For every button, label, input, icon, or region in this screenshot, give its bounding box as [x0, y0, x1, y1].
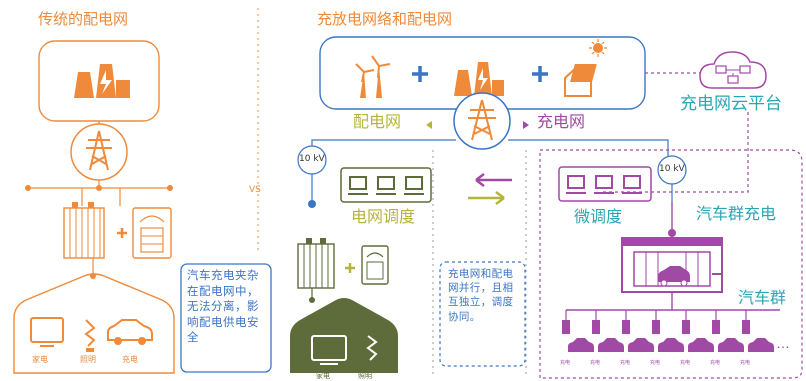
ellipsis: … — [776, 335, 790, 351]
ev-charging-unit: 充电 — [650, 310, 684, 366]
left-plus-icon — [117, 228, 127, 238]
ev-charging-unit: 充电 — [740, 310, 774, 366]
ev-unit-label: 充电 — [740, 359, 750, 366]
ev-group-label: 汽车群 — [738, 288, 787, 307]
ev-charger-group: 充电 充电 充电 充电 充电 充电 充电 — [560, 310, 774, 366]
grid-dispatch-label: 电网调度 — [351, 207, 416, 226]
left-transmission-tower-icon — [70, 123, 128, 181]
ev-charging-unit: 充电 — [710, 310, 744, 366]
micro-dispatch-computers-icon — [558, 166, 652, 202]
distribution-network-label: 配电网 — [353, 112, 402, 131]
house-item-charging: 充电 — [122, 355, 138, 364]
car-icon — [107, 319, 153, 345]
ev-unit-label: 充电 — [560, 359, 570, 366]
left-title: 传统的配电网 — [38, 10, 129, 28]
left-transformer-icon — [63, 202, 105, 259]
right-title: 充放电网络和配电网 — [317, 10, 453, 28]
tv-icon — [30, 317, 64, 347]
house2-item-appliance: 家电 — [316, 372, 330, 380]
ev-charging-unit: 充电 — [560, 310, 594, 366]
right-note-box — [439, 261, 526, 367]
ev-charging-unit: 充电 — [590, 310, 624, 366]
micro-dispatch-label: 微调度 — [574, 207, 623, 226]
central-transmission-tower-icon — [453, 92, 511, 150]
left-note-text: 汽车充电夹杂在配电网中，无法分离，影响配电供电安全 — [187, 268, 259, 345]
ev-group-charging-label: 汽车群充电 — [696, 204, 777, 223]
left-note-box — [180, 263, 272, 373]
power-plant-icon — [454, 62, 504, 96]
ev-unit-label: 充电 — [590, 359, 600, 366]
parallel-arrows-icon — [468, 173, 512, 205]
ev-unit-label: 充电 — [650, 359, 660, 366]
right-note-text: 充电网和配电网并行，且相互独立，调度协同。 — [448, 268, 514, 323]
left-arrow-icon — [426, 121, 432, 129]
transformer-icon — [297, 238, 335, 289]
solar-house-icon — [564, 39, 607, 97]
vs-label: VS — [249, 185, 261, 195]
cloud-platform-label: 充电网云平台 — [680, 94, 782, 114]
house-item-lighting: 照明 — [80, 355, 96, 364]
right-arrow-icon — [523, 121, 529, 129]
ev-unit-label: 充电 — [710, 359, 720, 366]
plus-icon-2 — [345, 263, 355, 273]
left-power-plant-box — [38, 40, 160, 122]
left-house-outline — [13, 273, 175, 374]
grid-dispatch-computers-icon — [340, 167, 432, 203]
plus-icon — [412, 66, 548, 82]
ev-charging-unit: 充电 — [620, 310, 654, 366]
kv-left-label: 10 kV — [299, 154, 325, 164]
charging-network-label: 充电网 — [537, 112, 586, 131]
left-meter-icon — [132, 207, 172, 259]
house2-item-lighting: 照明 — [358, 372, 372, 380]
ev-unit-label: 充电 — [620, 359, 630, 366]
meter-icon — [361, 245, 389, 285]
wind-turbine-icon — [355, 55, 391, 98]
distribution-house — [290, 298, 398, 373]
bulb-icon — [84, 319, 96, 352]
ev-unit-label: 充电 — [680, 359, 690, 366]
ev-charging-unit: 充电 — [680, 310, 714, 366]
charging-station-icon — [621, 202, 723, 293]
cloud-icon — [699, 51, 767, 89]
kv-right-label: 10 kV — [659, 164, 685, 174]
house-item-appliance: 家电 — [32, 355, 48, 364]
